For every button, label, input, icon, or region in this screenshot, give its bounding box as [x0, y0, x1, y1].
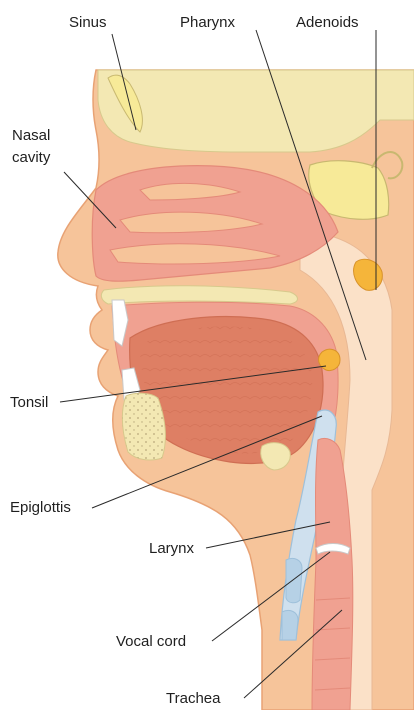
- tonsil-label: Tonsil: [10, 394, 48, 411]
- adenoids-label: Adenoids: [296, 14, 359, 31]
- vocal-cord-label: Vocal cord: [116, 633, 186, 650]
- epiglottis-label: Epiglottis: [10, 499, 71, 516]
- nasal-cavity-label-line1: Nasal: [12, 127, 50, 144]
- trachea-label: Trachea: [166, 690, 220, 707]
- nasal-cavity-label-line2: cavity: [12, 149, 50, 166]
- mandible-texture: [122, 393, 165, 460]
- larynx-label: Larynx: [149, 540, 194, 557]
- pharynx-label: Pharynx: [180, 14, 235, 31]
- tonsil-shape: [319, 349, 340, 370]
- sinus-label: Sinus: [69, 14, 107, 31]
- cartilage-ring-1: [286, 558, 302, 602]
- cartilage-ring-2: [282, 610, 298, 640]
